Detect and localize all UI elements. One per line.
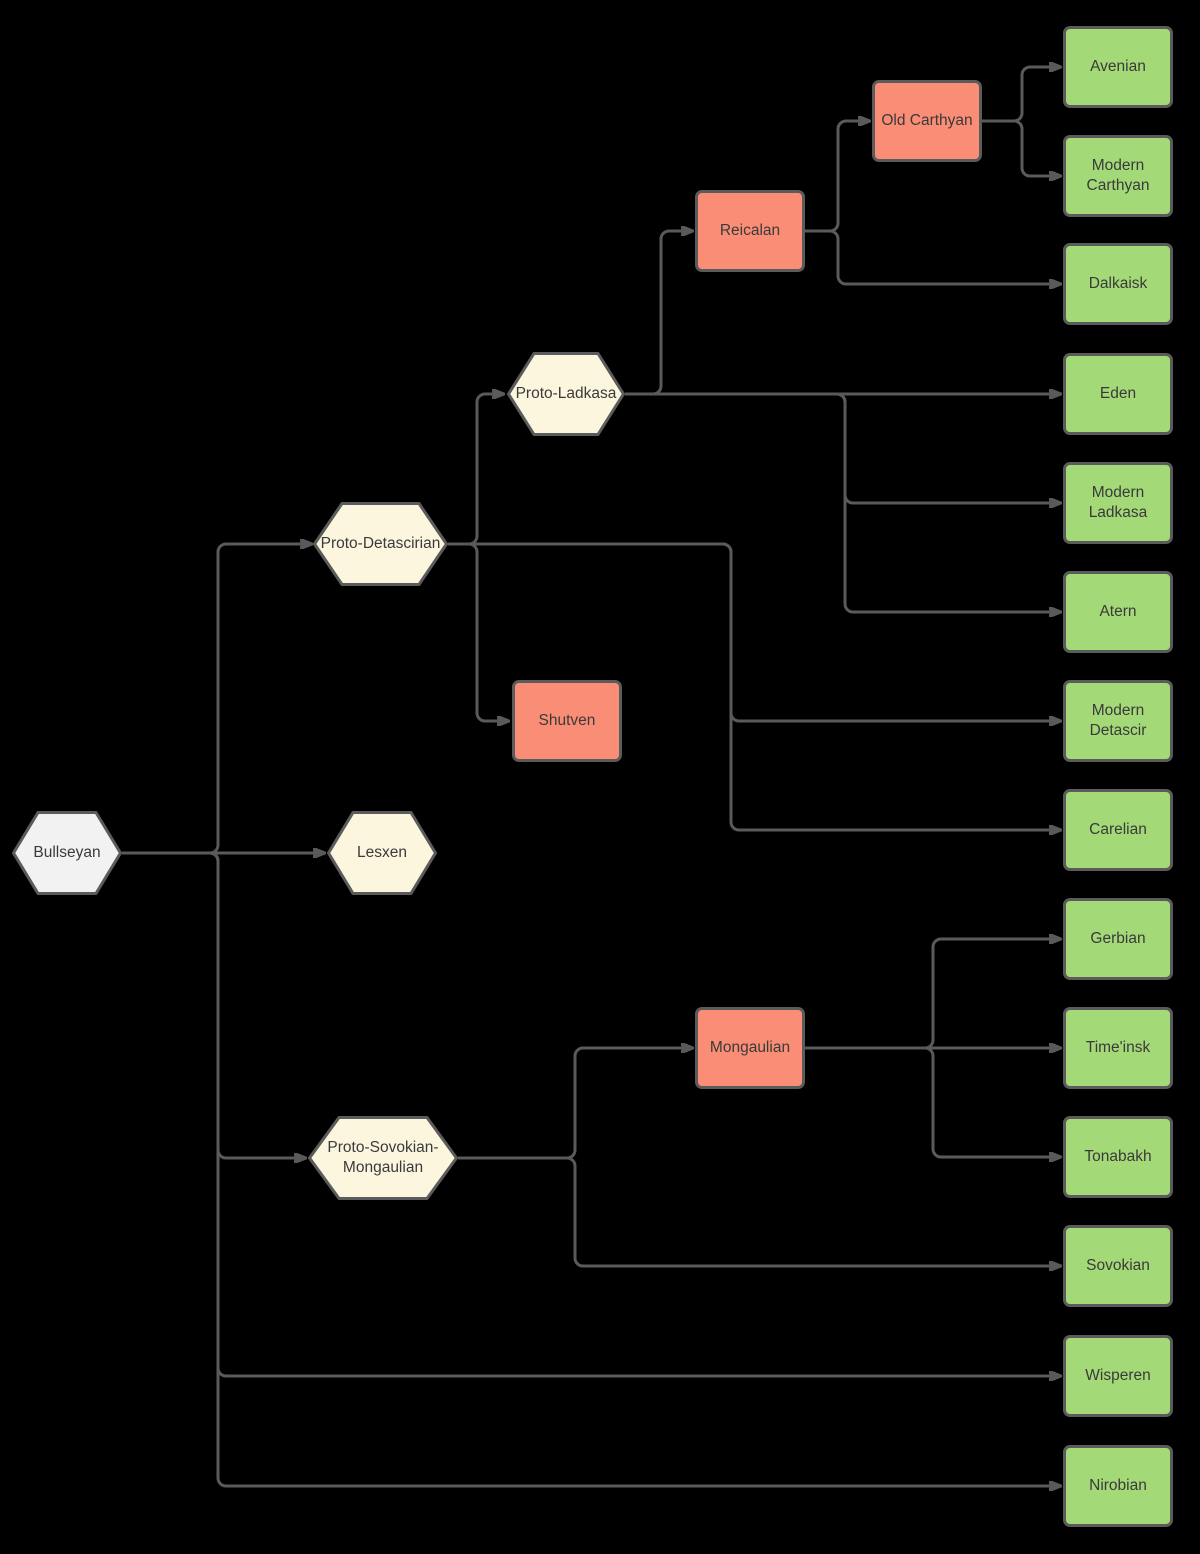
node-modern-ladkasa-label: Modern Ladkasa bbox=[1088, 483, 1148, 521]
node-gerbian[interactable]: Gerbian bbox=[1063, 898, 1173, 980]
node-lesxen[interactable]: Lesxen bbox=[327, 811, 437, 895]
node-bullseyan[interactable]: Bullseyan bbox=[12, 811, 122, 895]
edge-proto-detascirian-to-carelian bbox=[448, 542, 1060, 830]
node-bullseyan-label: Bullseyan bbox=[33, 843, 101, 861]
node-proto-sovokian-mongaulian[interactable]: Proto-Sovokian-Mongaulian bbox=[308, 1116, 458, 1200]
node-wisperen-label: Wisperen bbox=[1085, 1366, 1151, 1384]
edge-proto-sovokian-mongaulian-to-mongaulian bbox=[458, 1048, 692, 1160]
node-gerbian-label: Gerbian bbox=[1090, 929, 1146, 947]
edge-proto-detascirian-to-proto-ladkasa bbox=[448, 394, 503, 546]
node-shutven[interactable]: Shutven bbox=[512, 680, 622, 762]
node-old-carthyan[interactable]: Old Carthyan bbox=[872, 80, 982, 162]
node-atern-label: Atern bbox=[1099, 602, 1137, 620]
node-atern[interactable]: Atern bbox=[1063, 571, 1173, 653]
node-proto-detascirian[interactable]: Proto-Detascirian bbox=[313, 502, 448, 586]
node-modern-carthyan-label: Modern Carthyan bbox=[1086, 156, 1150, 194]
node-proto-detascirian-label: Proto-Detascirian bbox=[320, 534, 441, 552]
edge-old-carthyan-to-modern-carthyan bbox=[982, 119, 1060, 176]
node-mongaulian[interactable]: Mongaulian bbox=[695, 1007, 805, 1089]
node-avenian-label: Avenian bbox=[1090, 57, 1146, 75]
node-reicalan[interactable]: Reicalan bbox=[695, 190, 805, 272]
node-carelian[interactable]: Carelian bbox=[1063, 789, 1173, 871]
hexagon-shape bbox=[12, 811, 122, 895]
node-dalkaisk[interactable]: Dalkaisk bbox=[1063, 243, 1173, 325]
edge-reicalan-to-dalkaisk bbox=[805, 229, 1060, 284]
node-sovokian-label: Sovokian bbox=[1086, 1256, 1150, 1274]
edge-proto-ladkasa-to-modern-ladkasa bbox=[625, 392, 1060, 503]
node-tonabakh[interactable]: Tonabakh bbox=[1063, 1116, 1173, 1198]
node-reicalan-label: Reicalan bbox=[719, 221, 781, 239]
edge-old-carthyan-to-avenian bbox=[982, 67, 1060, 123]
node-timeinsk[interactable]: Time'insk bbox=[1063, 1007, 1173, 1089]
hexagon-shape bbox=[313, 502, 448, 586]
node-shutven-label: Shutven bbox=[538, 711, 596, 729]
edge-reicalan-to-old-carthyan bbox=[805, 121, 869, 233]
edge-proto-ladkasa-to-reicalan bbox=[625, 231, 692, 396]
node-nirobian-label: Nirobian bbox=[1089, 1476, 1147, 1494]
node-dalkaisk-label: Dalkaisk bbox=[1088, 274, 1148, 292]
node-modern-detascir[interactable]: Modern Detascir bbox=[1063, 680, 1173, 762]
node-avenian[interactable]: Avenian bbox=[1063, 26, 1173, 108]
node-carelian-label: Carelian bbox=[1089, 820, 1147, 838]
node-modern-ladkasa[interactable]: Modern Ladkasa bbox=[1063, 462, 1173, 544]
node-proto-ladkasa-label: Proto-Ladkasa bbox=[515, 384, 617, 402]
node-lesxen-label: Lesxen bbox=[357, 843, 407, 861]
edge-bullseyan-to-proto-detascirian bbox=[122, 544, 311, 855]
edge-proto-sovokian-mongaulian-to-sovokian bbox=[458, 1156, 1060, 1266]
edge-proto-ladkasa-to-atern bbox=[625, 392, 1060, 612]
edge-bullseyan-to-nirobian bbox=[122, 851, 1060, 1486]
node-wisperen[interactable]: Wisperen bbox=[1063, 1335, 1173, 1417]
edge-bullseyan-to-wisperen bbox=[122, 851, 1060, 1376]
node-mongaulian-label: Mongaulian bbox=[709, 1038, 791, 1056]
hexagon-shape bbox=[507, 352, 625, 436]
node-proto-ladkasa[interactable]: Proto-Ladkasa bbox=[507, 352, 625, 436]
hexagon-shape bbox=[327, 811, 437, 895]
node-tonabakh-label: Tonabakh bbox=[1084, 1147, 1152, 1165]
edge-mongaulian-to-tonabakh bbox=[805, 1046, 1060, 1157]
node-modern-detascir-label: Modern Detascir bbox=[1089, 701, 1147, 739]
node-timeinsk-label: Time'insk bbox=[1085, 1038, 1151, 1056]
edge-proto-detascirian-to-shutven bbox=[448, 542, 508, 721]
hexagon-shape bbox=[308, 1116, 458, 1200]
node-eden[interactable]: Eden bbox=[1063, 353, 1173, 435]
node-eden-label: Eden bbox=[1099, 384, 1137, 402]
edge-bullseyan-to-proto-sovokian-mongaulian bbox=[122, 851, 305, 1158]
node-modern-carthyan[interactable]: Modern Carthyan bbox=[1063, 135, 1173, 217]
node-sovokian[interactable]: Sovokian bbox=[1063, 1225, 1173, 1307]
node-old-carthyan-label: Old Carthyan bbox=[881, 111, 973, 129]
node-nirobian[interactable]: Nirobian bbox=[1063, 1445, 1173, 1527]
node-proto-sovokian-mongaulian-label: Proto-Sovokian-Mongaulian bbox=[327, 1138, 439, 1176]
edge-mongaulian-to-gerbian bbox=[805, 939, 1060, 1050]
